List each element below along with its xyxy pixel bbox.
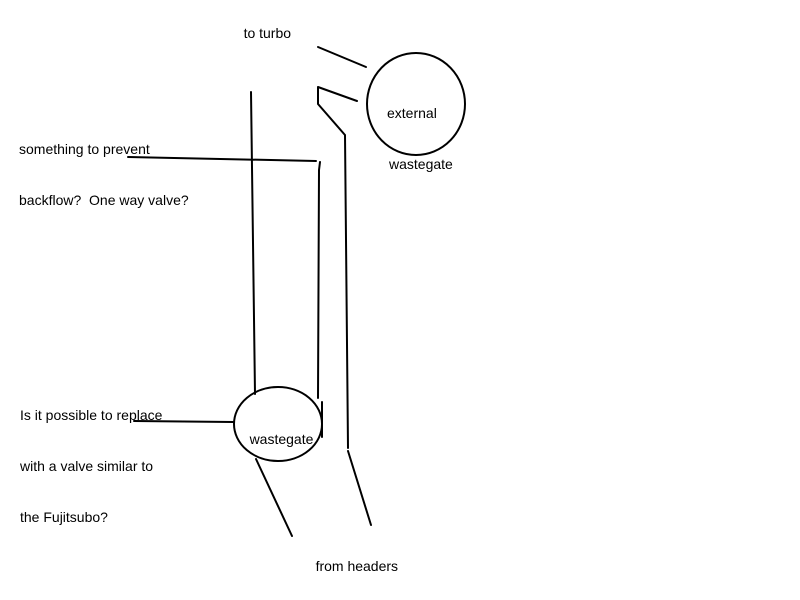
left-pipe-wall <box>250 91 256 395</box>
fujitsubo-question-line-1: Is it possible to replace <box>20 407 163 423</box>
backflow-question-line-1: something to prevent <box>19 141 150 157</box>
wastegate-circle <box>233 386 323 462</box>
from-headers-label: from headers <box>300 541 398 592</box>
external-wastegate-label: external wastegate <box>387 71 453 207</box>
fujitsubo-question-line-3: the Fujitsubo? <box>20 509 108 525</box>
external-wastegate-line-2: wastegate <box>389 156 453 172</box>
fujitsubo-pointer-line <box>133 420 234 423</box>
wastegate-text: wastegate <box>249 431 314 447</box>
backflow-question-line-2: backflow? One way valve? <box>19 192 189 208</box>
turbo-connector-line <box>317 46 367 68</box>
wastegate-label: wastegate <box>234 414 314 465</box>
from-headers-text: from headers <box>315 558 399 574</box>
fujitsubo-question-label: Is it possible to replace with a valve s… <box>20 373 162 560</box>
backflow-pointer-line <box>127 156 317 162</box>
to-turbo-label: to turbo <box>228 8 291 59</box>
inner-pipe-wall <box>317 161 321 399</box>
external-wastegate-circle <box>366 52 466 156</box>
backflow-question-label: something to prevent backflow? One way v… <box>19 107 189 243</box>
headers-pipe-left <box>255 458 293 537</box>
external-wastegate-line-1: external <box>387 105 437 121</box>
to-turbo-text: to turbo <box>243 25 292 41</box>
ext-wastegate-inlet-pipe <box>317 86 358 449</box>
headers-pipe-right <box>347 450 372 526</box>
fujitsubo-question-line-2: with a valve similar to <box>20 458 154 474</box>
